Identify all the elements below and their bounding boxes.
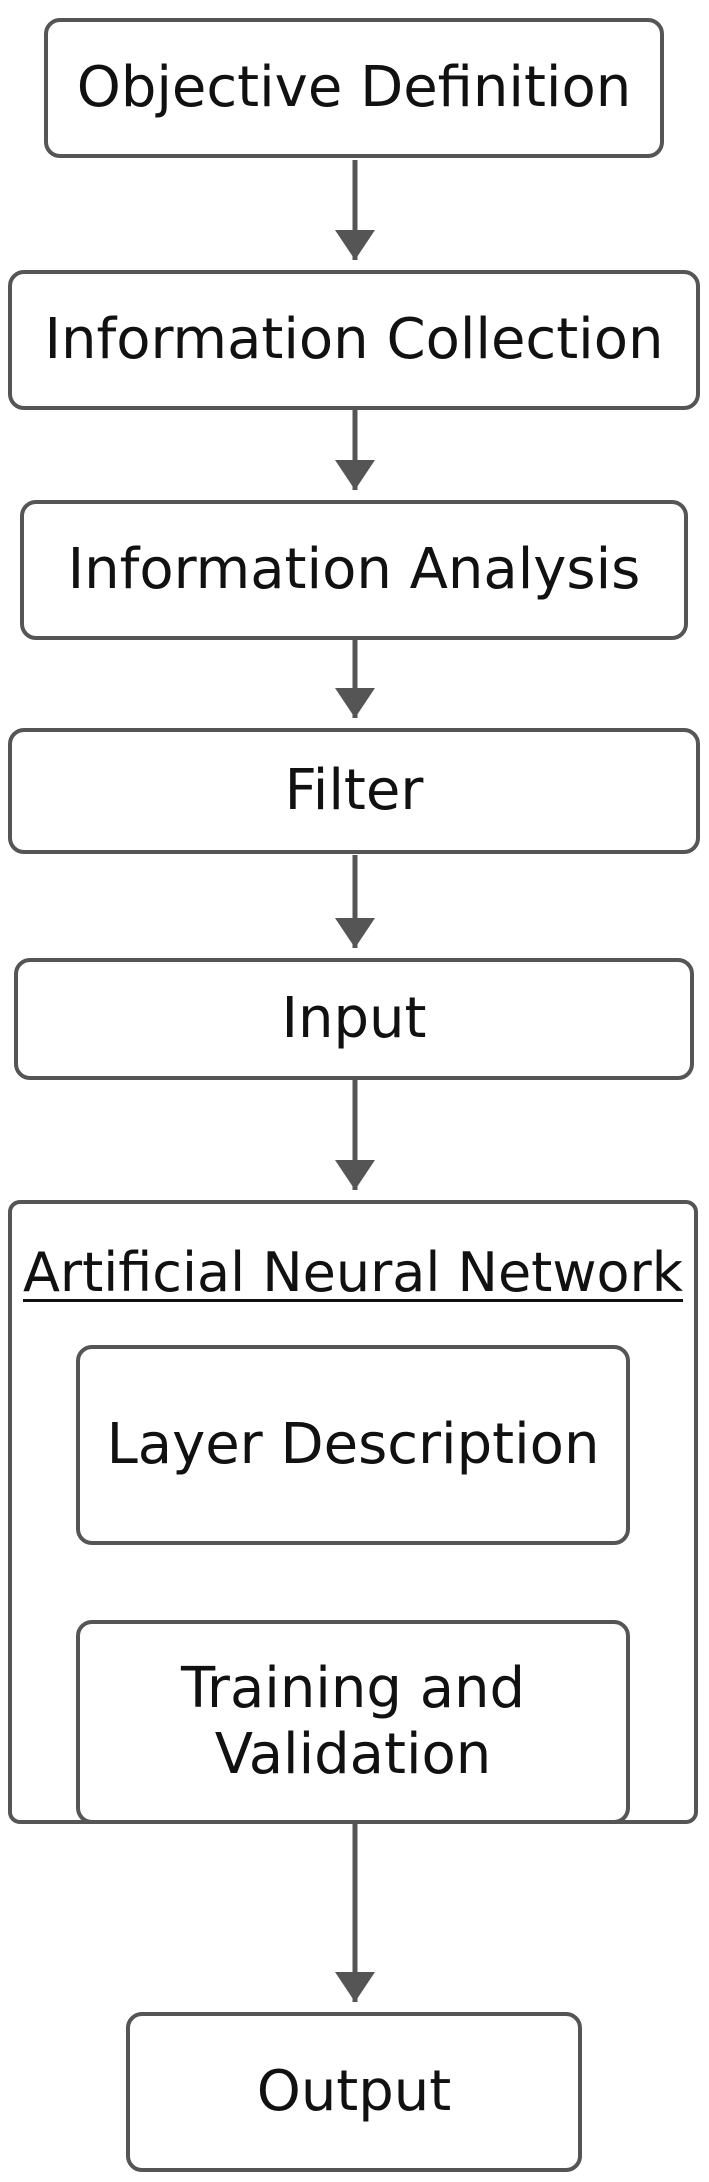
information-analysis-box: Information Analysis	[20, 500, 688, 640]
output-label: Output	[256, 2059, 452, 2124]
objective-definition-label: Objective Definition	[76, 55, 632, 120]
filter-box: Filter	[8, 728, 700, 854]
filter-label: Filter	[284, 758, 424, 823]
layer-description-label: Layer Description	[106, 1412, 600, 1477]
layer-description-box: Layer Description	[76, 1345, 630, 1545]
input-label: Input	[281, 986, 427, 1051]
artificial-neural-network-title: Artificial Neural Network	[22, 1241, 684, 1304]
input-box: Input	[14, 958, 694, 1080]
information-collection-box: Information Collection	[8, 270, 700, 410]
training-validation-box: Training and Validation	[76, 1620, 630, 1824]
training-validation-label: Training and Validation	[180, 1656, 526, 1787]
objective-definition-box: Objective Definition	[44, 18, 664, 158]
information-analysis-label: Information Analysis	[67, 537, 641, 602]
information-collection-label: Information Collection	[44, 307, 664, 372]
output-box: Output	[126, 2012, 582, 2172]
